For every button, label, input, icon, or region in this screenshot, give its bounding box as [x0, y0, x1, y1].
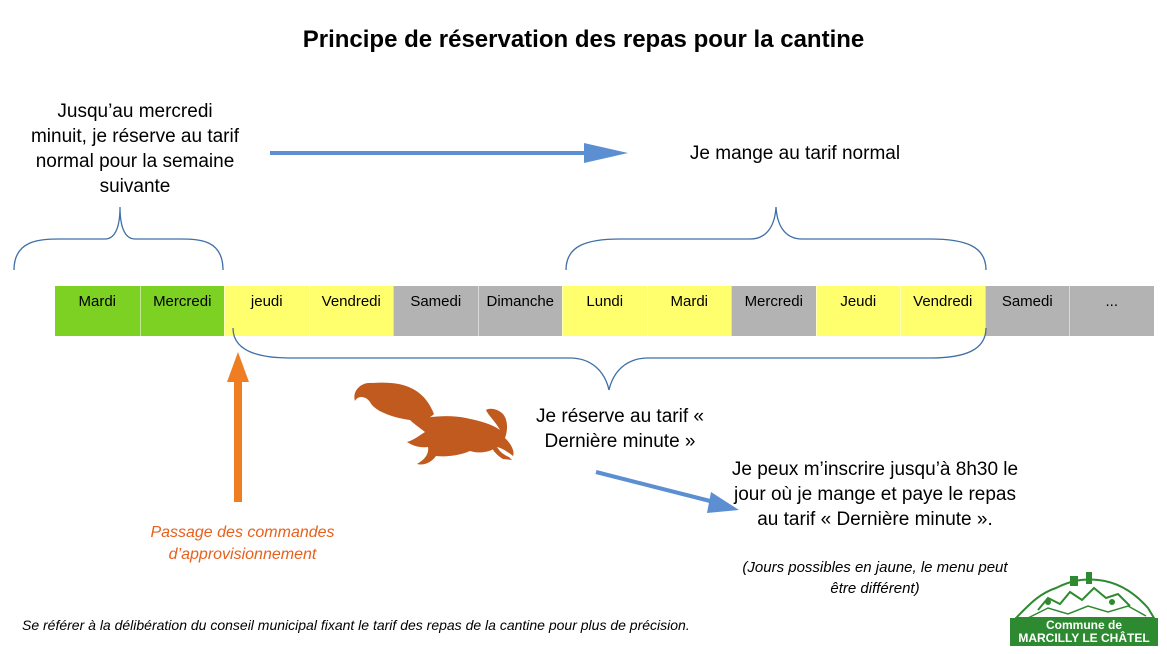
footer-reference-note: Se référer à la délibération du conseil …: [22, 617, 690, 633]
timeline-day-cell: Jeudi: [815, 286, 900, 336]
squirrel-icon: [354, 382, 514, 465]
timeline-day-cell: ...: [1069, 286, 1154, 336]
commune-logo: [1008, 568, 1160, 648]
village-hill-icon: [1013, 572, 1156, 619]
last-minute-reservation-note: Je réserve au tarif « Dernière minute »: [536, 406, 704, 452]
supply-order-arrow-shaft: [234, 381, 242, 502]
timeline-day-cell: Vendredi: [308, 286, 393, 336]
bottom-brace: [232, 327, 987, 391]
reservation-deadline-note: Jusqu’au mercredi minuit, je réserve au …: [30, 101, 240, 197]
logo-line-1: Commune de: [1045, 618, 1122, 632]
page-title: Principe de réservation des repas pour l…: [302, 26, 865, 53]
supply-order-note: Passage des commandes d’approvisionnemen…: [150, 524, 335, 563]
timeline-day-cell: Mardi: [55, 286, 140, 336]
supply-order-arrow-head: [227, 352, 249, 382]
timeline-day-cell: Lundi: [562, 286, 647, 336]
normal-rate-note: Je mange au tarif normal: [689, 143, 901, 164]
commune-logo-caption: Commune de MARCILLY LE CHÂTEL: [1010, 618, 1158, 646]
reserve-to-eat-arrow-head: [584, 143, 628, 163]
timeline-day-cell: Mercredi: [731, 286, 816, 336]
possible-days-remark: (Jours possibles en jaune, le menu peut …: [742, 559, 1008, 597]
right-brace: [565, 206, 987, 271]
left-brace: [13, 206, 224, 271]
timeline-day-cell: Samedi: [393, 286, 478, 336]
timeline-day-cell: Samedi: [984, 286, 1069, 336]
last-minute-arrow-shaft: [595, 470, 715, 504]
last-minute-arrow-head: [707, 492, 739, 513]
timeline-day-cell: Mardi: [646, 286, 731, 336]
logo-line-2: MARCILLY LE CHÂTEL: [1018, 631, 1150, 645]
timeline-day-cell: Dimanche: [477, 286, 562, 336]
last-minute-registration-note: Je peux m’inscrire jusqu’à 8h30 le jour …: [731, 459, 1019, 530]
timeline-day-cell: Mercredi: [139, 286, 224, 336]
timeline-day-cell: jeudi: [224, 286, 309, 336]
timeline-day-cell: Vendredi: [900, 286, 985, 336]
